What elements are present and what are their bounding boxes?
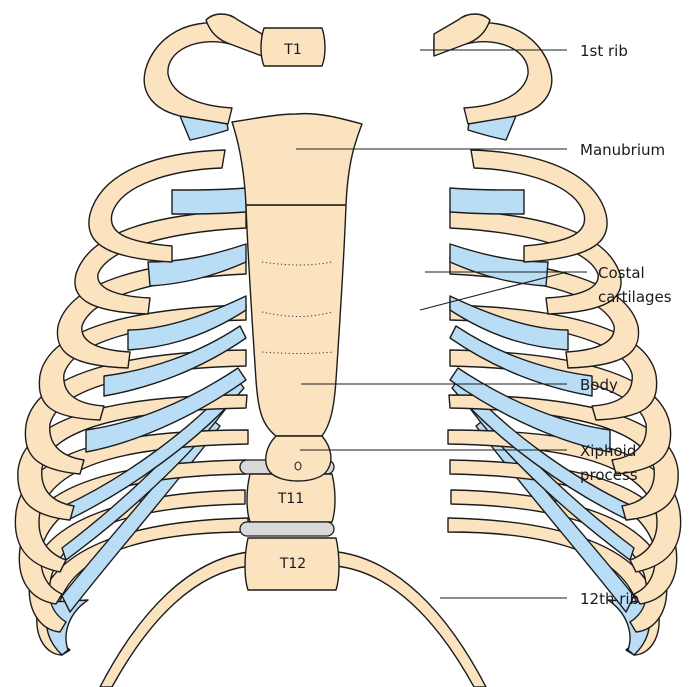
label-xiphoid-line2: process [580,466,638,484]
t11-label: T11 [277,491,304,507]
label-manubrium: Manubrium [580,141,665,159]
first-rib [144,14,552,124]
label-costal-line1: Costal [598,264,645,282]
label-xiphoid-line1: Xiphoid [580,442,636,460]
t12-label: T12 [279,556,306,572]
xiphoid-process [266,436,331,481]
label-first-rib: 1st rib [580,42,628,60]
label-body: Body [580,376,618,394]
t1-label: T1 [283,42,301,58]
sternum [232,114,362,436]
label-costal-line2: cartilages [598,288,672,306]
label-twelfth-rib: 12th rib [580,590,639,608]
disc-lower [240,522,334,536]
